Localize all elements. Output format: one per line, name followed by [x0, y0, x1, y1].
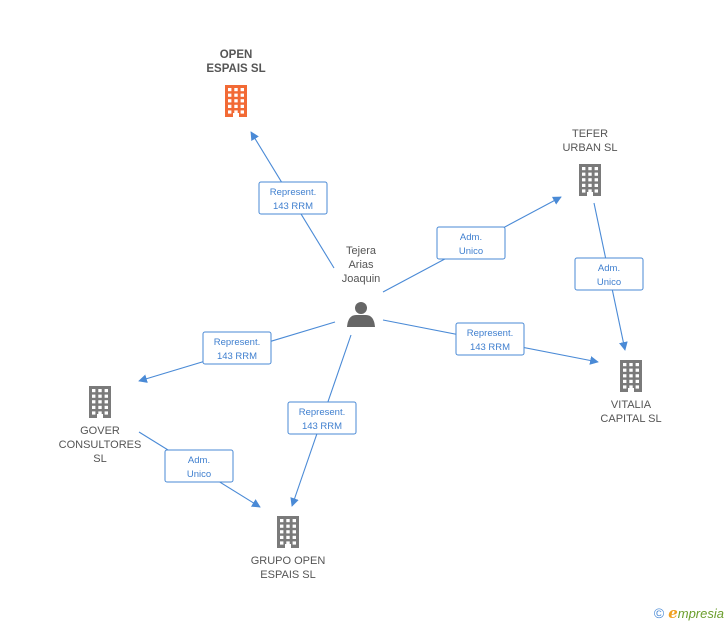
edge-tefer-to-vitalia: Adm. Unico — [574, 202, 644, 351]
edge-label-line: 143 RRM — [470, 342, 510, 353]
edge-tejera-to-grupo: Represent. 143 RRM — [287, 334, 357, 507]
edges-layer: Represent.143 RRMAdm.UnicoAdm.UnicoRepre… — [138, 131, 644, 508]
person-icon[interactable] — [347, 302, 375, 327]
building-icon[interactable] — [579, 164, 601, 196]
edge-label-line: 143 RRM — [273, 201, 313, 212]
node-label-line: ESPAIS SL — [260, 569, 315, 581]
edge-label-line: Represent. — [214, 337, 260, 348]
edge-label-line: 143 RRM — [217, 351, 257, 362]
building-icon[interactable] — [620, 360, 642, 392]
edge-label-line: 143 RRM — [302, 421, 342, 432]
node-vitalia[interactable]: VITALIA CAPITAL SL — [600, 360, 662, 425]
brand-logo[interactable]: empresia — [668, 604, 724, 622]
edge-label-line: Adm. — [188, 455, 210, 466]
edge-label-line: Adm. — [460, 232, 482, 243]
node-label-line: GOVER — [80, 425, 120, 437]
node-label-line: Joaquin — [342, 273, 381, 285]
building-icon[interactable] — [225, 85, 247, 117]
edge-tejera-to-tefer: Adm. Unico — [382, 196, 562, 293]
edge-label-box[interactable] — [287, 401, 357, 435]
node-label-line: ESPAIS SL — [206, 63, 265, 75]
edge-label-box[interactable] — [258, 181, 328, 215]
edge-label-line: Unico — [459, 246, 483, 257]
brand-initial: e — [668, 604, 678, 622]
edge-label-line: Unico — [187, 469, 211, 480]
edge-label-box[interactable] — [574, 257, 644, 291]
building-icon[interactable] — [89, 386, 111, 418]
node-label-line: URBAN SL — [562, 142, 617, 154]
node-open_espais[interactable]: OPEN ESPAIS SL — [206, 49, 266, 117]
edge-label-box[interactable] — [164, 449, 234, 483]
node-label-line: TEFER — [572, 128, 608, 140]
building-icon[interactable] — [277, 516, 299, 548]
copyright-symbol: © — [653, 605, 665, 621]
brand-rest: mpresia — [677, 606, 724, 621]
edge-label-box[interactable] — [455, 322, 525, 356]
node-label-line: CONSULTORES — [59, 439, 142, 451]
node-grupo[interactable]: GRUPO OPEN ESPAIS SL — [251, 516, 326, 581]
footer-brand: © empresia — [654, 604, 724, 622]
node-label-line: Arias — [348, 259, 374, 271]
edge-tejera-to-gover: Represent. 143 RRM — [138, 321, 336, 383]
node-label-line: SL — [93, 453, 106, 465]
node-gover[interactable]: GOVER CONSULTORES SL — [59, 386, 142, 465]
node-label-line: Tejera — [346, 245, 377, 257]
edge-label-line: Represent. — [299, 407, 345, 418]
edge-gover-to-grupo: Adm. Unico — [138, 431, 261, 508]
edge-label-line: Represent. — [270, 187, 316, 198]
edge-label-line: Represent. — [467, 328, 513, 339]
node-label-line: GRUPO OPEN — [251, 555, 326, 567]
node-label-line: CAPITAL SL — [600, 413, 661, 425]
node-label-line: OPEN — [220, 49, 253, 61]
edge-tejera-to-vitalia: Represent. 143 RRM — [382, 319, 599, 365]
edge-label-box[interactable] — [436, 226, 506, 260]
node-label-line: VITALIA — [611, 399, 652, 411]
edge-label-line: Adm. — [598, 263, 620, 274]
node-tefer[interactable]: TEFER URBAN SL — [562, 128, 618, 196]
edge-tejera-to-open_espais: Represent. 143 RRM — [250, 131, 335, 269]
edge-label-box[interactable] — [202, 331, 272, 365]
edge-label-line: Unico — [597, 277, 621, 288]
